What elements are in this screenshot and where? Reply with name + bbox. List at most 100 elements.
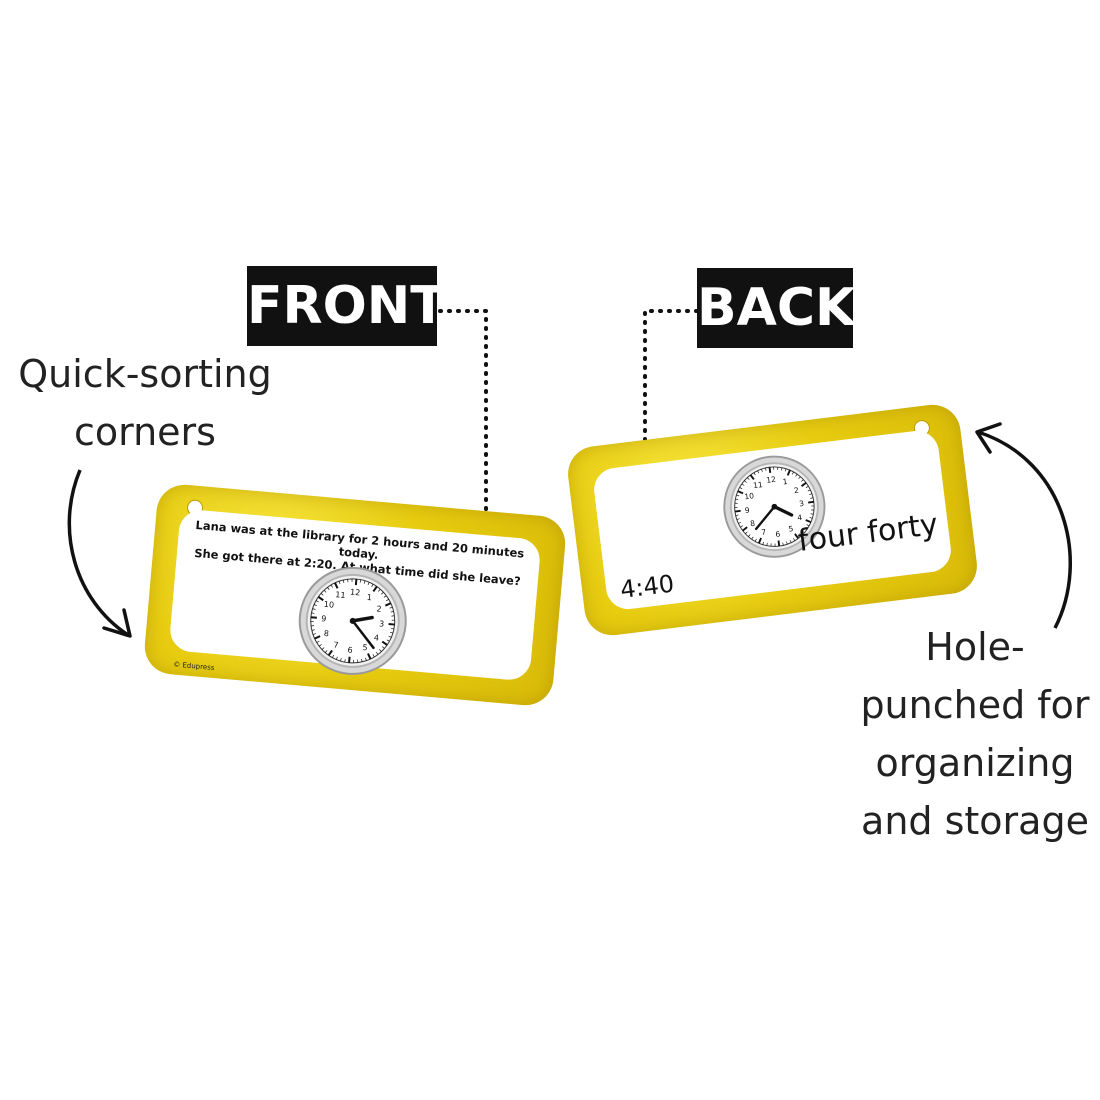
clock-tick	[390, 611, 394, 613]
clock-number: 2	[376, 604, 382, 613]
clock-tick	[342, 579, 345, 583]
front-label: FRONT	[247, 266, 446, 346]
clock-tick	[375, 651, 379, 655]
clock-tick	[742, 526, 748, 532]
clock-number: 3	[799, 499, 805, 509]
clock-tick	[782, 542, 784, 546]
clock-tick	[367, 582, 370, 586]
hole-punch-arrow	[977, 430, 1073, 629]
clock-tick	[383, 595, 387, 598]
clock-tick	[757, 470, 760, 474]
clock-tick	[310, 616, 317, 619]
clock-tick	[805, 485, 809, 488]
hole-line-4: and storage	[861, 799, 1089, 843]
clock-tick	[745, 531, 748, 534]
clock-tick	[811, 505, 815, 507]
back-dotted-leader	[643, 309, 699, 442]
clock-tick	[807, 489, 811, 492]
clock-number: 5	[788, 524, 794, 534]
clock-tick	[802, 530, 805, 533]
clock-tick	[738, 521, 742, 524]
clock-tick	[734, 509, 741, 513]
clock-tick	[351, 578, 353, 582]
clock-tick	[786, 541, 788, 545]
clock-tick	[361, 658, 363, 662]
clock-tick	[789, 539, 792, 543]
clock-tick	[739, 487, 743, 490]
clock-tick	[324, 650, 328, 653]
clock-tick	[758, 537, 762, 544]
clock-tick	[365, 657, 367, 661]
clock-tick	[344, 659, 346, 663]
back-label: BACK	[697, 268, 855, 348]
clock-tick	[385, 598, 389, 602]
hole-punch-arrowhead	[975, 422, 1002, 454]
clock-tick	[754, 538, 757, 542]
clock-tick	[381, 592, 384, 595]
clock-tick	[312, 608, 316, 610]
clock-number: 4	[797, 513, 803, 523]
clock-tick	[777, 540, 781, 547]
clock-tick	[786, 469, 791, 476]
clock-tick	[805, 519, 812, 524]
clock-tick	[348, 656, 351, 663]
clock-tick	[390, 627, 395, 630]
quick-sort-arrow	[67, 469, 129, 637]
clock-tick	[384, 602, 392, 607]
clock-number: 9	[321, 614, 327, 623]
front-hour-hand	[350, 615, 374, 623]
clock-tick	[762, 541, 764, 545]
clock-tick	[357, 659, 359, 663]
clock-tick	[381, 646, 385, 649]
clock-tick	[313, 604, 317, 606]
clock-tick	[801, 482, 807, 487]
clock-number: 7	[761, 527, 767, 537]
clock-tick	[320, 593, 324, 596]
clock-tick	[810, 497, 814, 499]
clock-tick	[312, 633, 316, 635]
clock-tick	[311, 625, 315, 627]
clock-tick	[761, 469, 763, 472]
quick-sort-line-1: Quick-sorting	[18, 352, 272, 396]
clock-tick	[367, 653, 372, 660]
clock-tick	[795, 473, 798, 477]
clock-tick	[388, 635, 392, 638]
clock-tick	[809, 517, 813, 519]
quick-sort-arrowhead	[102, 608, 132, 638]
clock-tick	[734, 506, 738, 508]
clock-tick	[808, 500, 814, 504]
clock-tick	[773, 466, 775, 470]
clock-tick	[801, 479, 804, 482]
clock-tick	[744, 480, 747, 483]
clock-number: 9	[744, 506, 750, 516]
clock-tick	[741, 483, 745, 486]
quick-sorting-callout: Quick-sorting corners	[10, 345, 280, 461]
clock-tick	[794, 533, 800, 539]
clock-tick	[784, 468, 787, 472]
clock-tick	[736, 494, 740, 497]
clock-number: 1	[366, 593, 372, 602]
clock-tick	[318, 644, 322, 647]
clock-tick	[389, 606, 393, 609]
clock-tick	[321, 647, 325, 650]
clock-tick	[354, 578, 358, 586]
clock-tick	[793, 538, 796, 541]
clock-number: 1	[782, 477, 788, 487]
front-dotted-leader	[438, 309, 488, 512]
quick-sort-line-2: corners	[74, 410, 216, 454]
clock-tick	[806, 524, 810, 527]
hole-punched-callout: Hole- punched for organizing and storage	[855, 618, 1095, 850]
clock-number: 5	[362, 643, 368, 652]
clock-tick	[386, 639, 390, 642]
clock-number: 10	[323, 600, 334, 610]
clock-tick	[804, 527, 808, 530]
clock-tick	[748, 534, 751, 537]
front-clock-ticks	[310, 578, 395, 663]
clock-tick	[334, 582, 339, 589]
answer-digits: 4:40	[618, 569, 676, 604]
clock-tick	[371, 583, 374, 587]
back-minute-hand	[754, 505, 776, 531]
